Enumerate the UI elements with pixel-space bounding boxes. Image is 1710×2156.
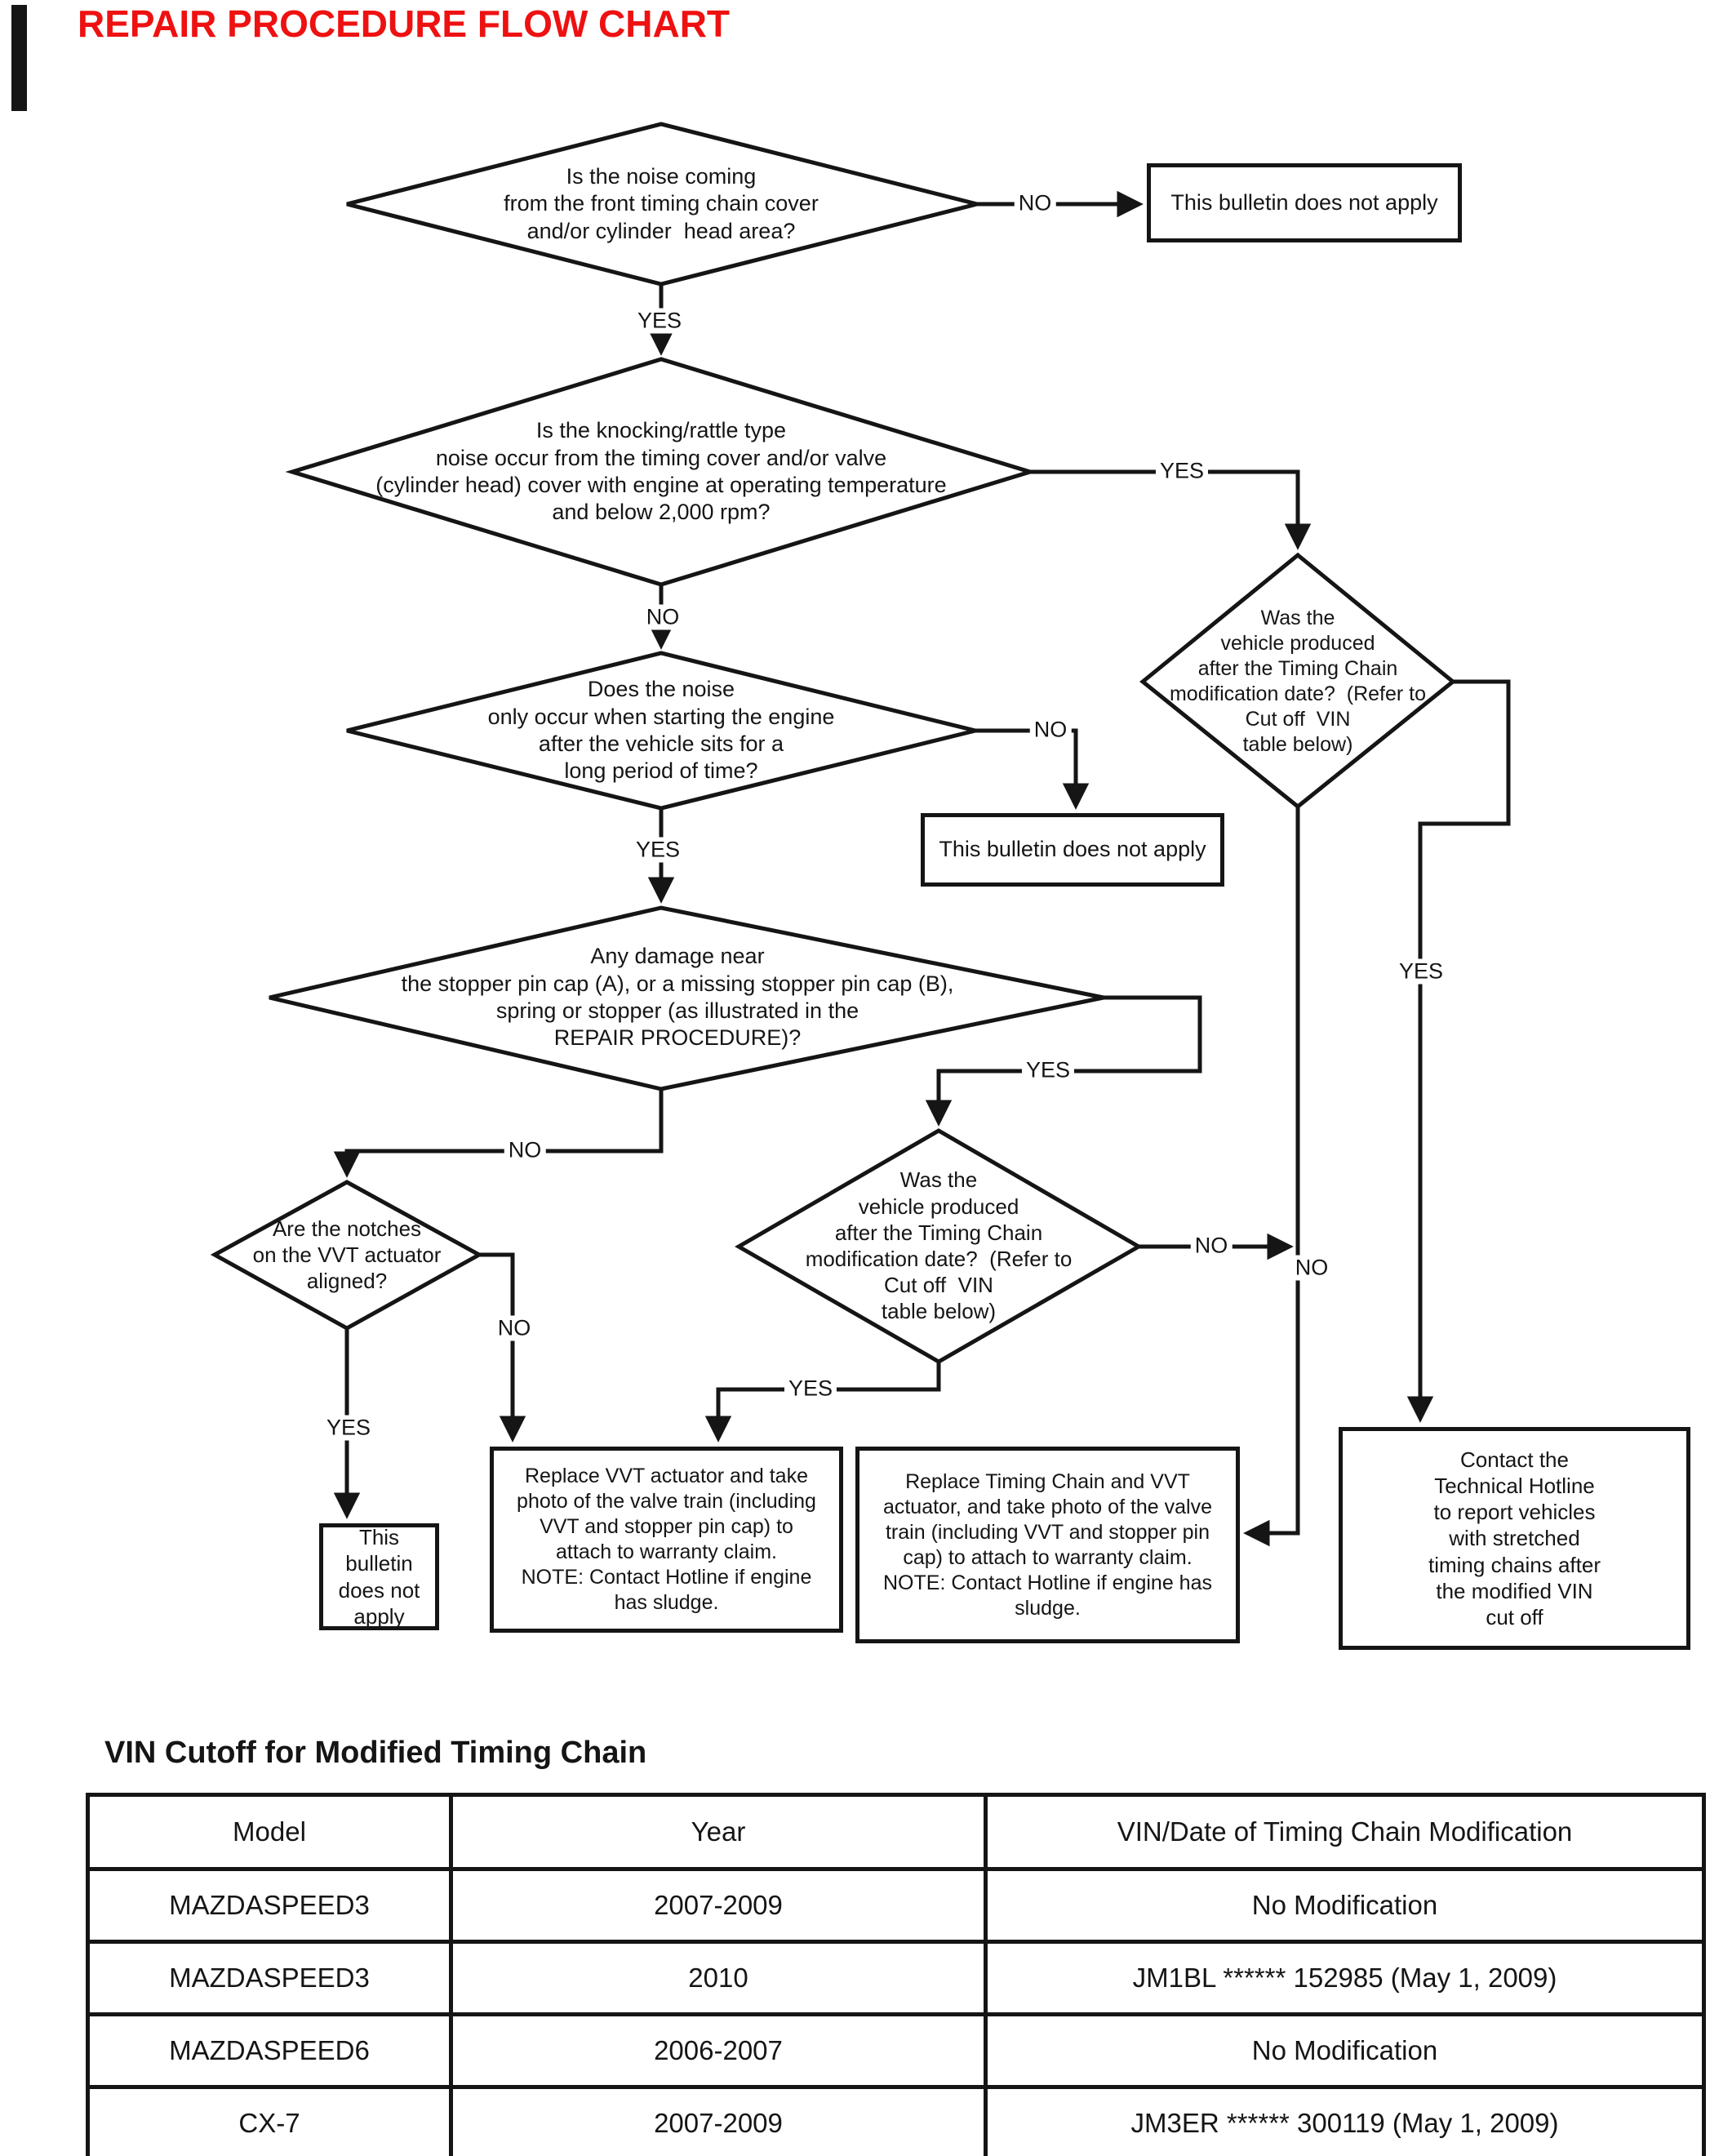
decision-noise-at-start-text: Does the noise only occur when starting …: [487, 677, 835, 784]
edge-label-no-3: NO: [1029, 717, 1072, 743]
edge-label-no-7: NO: [1290, 1255, 1333, 1281]
diamond-stopper-pin-damage: [269, 905, 1104, 1091]
col-header-year: Year: [449, 1793, 988, 1871]
cell-year: 2007-2009: [449, 2085, 988, 2156]
cell-vin-date: JM1BL ****** 152985 (May 1, 2009): [984, 1940, 1706, 2016]
cell-vin-date: No Modification: [984, 2012, 1706, 2089]
cell-model: CX-7: [86, 2085, 453, 2156]
title-accent-bar: [11, 5, 27, 111]
connector-d6-yes: [1406, 679, 1511, 1423]
box-replace-vvt-actuator: Replace VVT actuator and take photo of t…: [490, 1447, 843, 1633]
col-header-vin-date: VIN/Date of Timing Chain Modification: [984, 1793, 1706, 1871]
diamond-noise-source: [346, 122, 978, 287]
connector-d3-no: [975, 728, 1090, 810]
col-header-model: Model: [86, 1793, 453, 1871]
box-bulletin-not-apply-top: This bulletin does not apply: [1147, 163, 1462, 242]
connector-d4-no: [333, 1089, 664, 1178]
connector-d4-yes: [925, 995, 1202, 1127]
vin-table-heading: VIN Cutoff for Modified Timing Chain: [104, 1736, 647, 1770]
diamond-produced-after-mod-right: [1139, 552, 1456, 810]
edge-label-yes-2: YES: [1155, 458, 1209, 484]
edge-label-yes-5: YES: [322, 1415, 375, 1441]
table-row: CX-7 2007-2009 JM3ER ****** 300119 (May …: [86, 2085, 1706, 2156]
edge-label-yes-3: YES: [631, 837, 685, 863]
connector-d5-no: [479, 1252, 526, 1443]
table-row: MAZDASPEED6 2006-2007 No Modification: [86, 2012, 1706, 2089]
edge-label-yes-6: YES: [784, 1376, 837, 1402]
box-bulletin-not-apply-bottom: This bulletin does not apply: [319, 1523, 439, 1630]
diamond-produced-after-mod-middle: [735, 1128, 1143, 1364]
cell-year: 2010: [449, 1940, 988, 2016]
edge-label-yes-7: YES: [1394, 958, 1448, 985]
connector-d2-yes: [1030, 469, 1312, 550]
page-title: REPAIR PROCEDURE FLOW CHART: [78, 2, 731, 45]
edge-label-no-1: NO: [1014, 190, 1056, 216]
cell-model: MAZDASPEED6: [86, 2012, 453, 2089]
table-row: MAZDASPEED3 2007-2009 No Modification: [86, 1867, 1706, 1944]
edge-label-no-4: NO: [504, 1137, 546, 1163]
decision-noise-source-text: Is the noise coming from the front timin…: [504, 163, 819, 243]
edge-label-yes-4: YES: [1021, 1057, 1075, 1083]
cell-model: MAZDASPEED3: [86, 1940, 453, 2016]
cell-vin-date: No Modification: [984, 1867, 1706, 1944]
decision-knocking-rattle-text: Is the knocking/rattle type noise occur …: [375, 418, 947, 525]
cell-year: 2006-2007: [449, 2012, 988, 2089]
decision-produced-after-mod-middle-text: Was the vehicle produced after the Timin…: [805, 1167, 1073, 1324]
decision-produced-after-mod-right-text: Was the vehicle produced after the Timin…: [1169, 607, 1427, 756]
decision-vvt-notches-aligned-text: Are the notches on the VVT actuator alig…: [252, 1216, 442, 1294]
cell-vin-date: JM3ER ****** 300119 (May 1, 2009): [984, 2085, 1706, 2156]
box-contact-technical-hotline: Contact the Technical Hotline to report …: [1339, 1427, 1690, 1650]
vin-cutoff-table: Model Year VIN/Date of Timing Chain Modi…: [86, 1793, 1706, 2156]
edge-label-yes-1: YES: [633, 308, 686, 334]
box-bulletin-not-apply-middle: This bulletin does not apply: [921, 813, 1224, 887]
table-header-row: Model Year VIN/Date of Timing Chain Modi…: [86, 1793, 1706, 1871]
diamond-knocking-rattle: [285, 357, 1037, 587]
connector-d6-no: [1243, 807, 1300, 1547]
diamond-vvt-notches-aligned: [210, 1180, 484, 1331]
box-replace-timing-chain: Replace Timing Chain and VVT actuator, a…: [855, 1447, 1240, 1643]
edge-label-no-2: NO: [642, 604, 684, 630]
cell-year: 2007-2009: [449, 1867, 988, 1944]
cell-model: MAZDASPEED3: [86, 1867, 453, 1944]
diamond-noise-at-start: [346, 651, 976, 811]
edge-label-no-5: NO: [493, 1315, 535, 1341]
table-row: MAZDASPEED3 2010 JM1BL ****** 152985 (Ma…: [86, 1940, 1706, 2016]
decision-stopper-pin-damage-text: Any damage near the stopper pin cap (A),…: [401, 944, 954, 1051]
edge-label-no-6: NO: [1190, 1233, 1233, 1259]
